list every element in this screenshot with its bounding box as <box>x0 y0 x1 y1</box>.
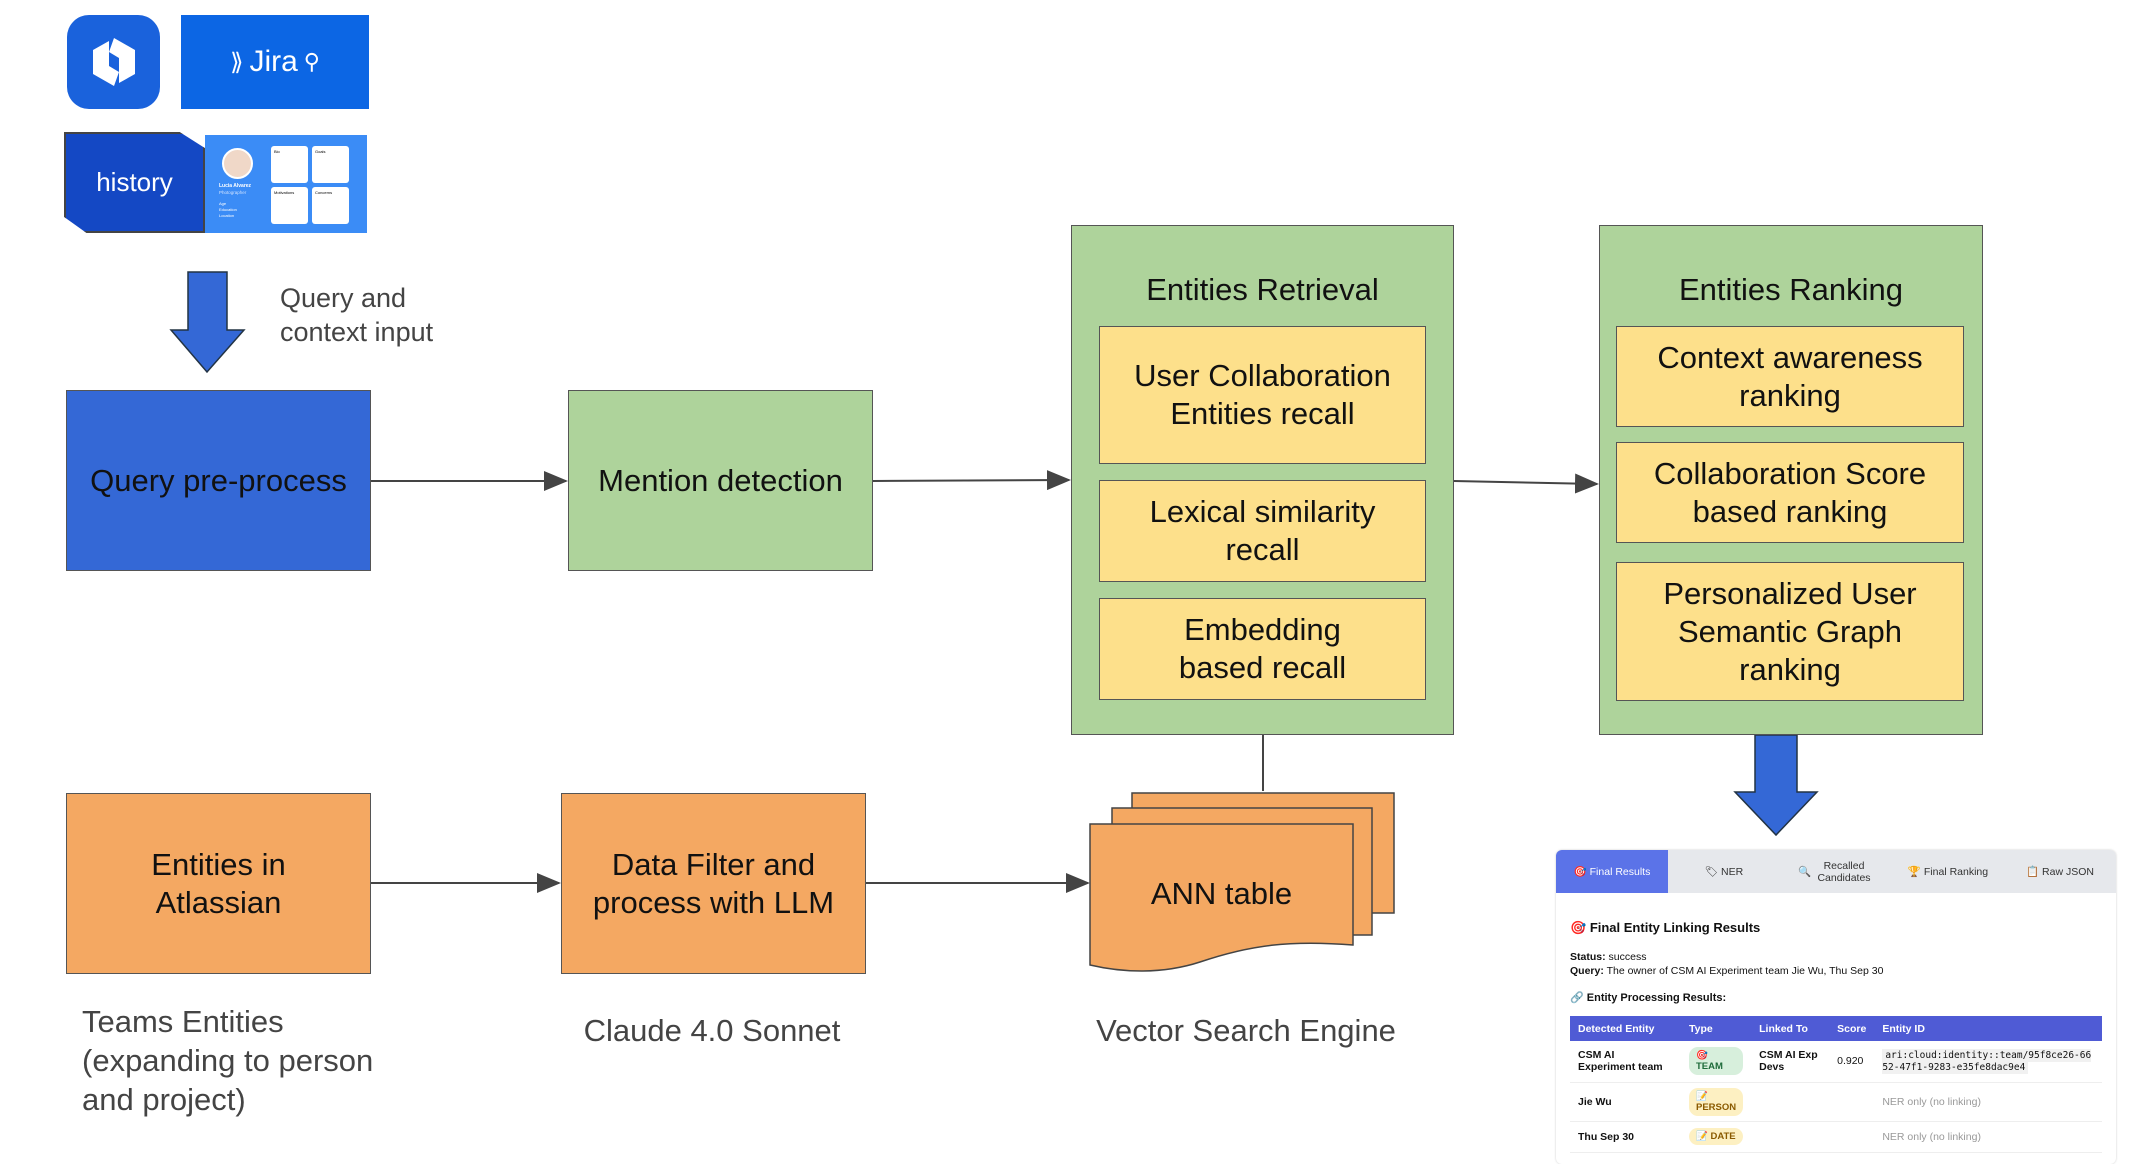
data-filter-node: Data Filter and process with LLM <box>561 793 866 974</box>
persona-motivations-card: Motivations <box>271 187 308 224</box>
input-down-arrow-icon <box>169 271 246 374</box>
caption-llm: Claude 4.0 Sonnet <box>583 1013 841 1048</box>
hexagon-icon <box>92 38 135 86</box>
tab-final-ranking[interactable]: 🏆 Final Ranking <box>1907 865 1989 878</box>
persona-concerns-card: Concerns <box>312 187 349 224</box>
entities-retrieval-group: Entities Retrieval User Collaboration En… <box>1071 225 1454 735</box>
jira-mark-icon: ⟫ <box>230 48 244 76</box>
mention-detection-node: Mention detection <box>568 390 873 571</box>
retrieval-user-collab: User Collaboration Entities recall <box>1099 326 1426 464</box>
avatar <box>222 148 253 179</box>
type-badge: 📝 DATE <box>1689 1128 1743 1145</box>
entities-ranking-group: Entities Ranking Context awareness ranki… <box>1599 225 1983 735</box>
caption-teams: Teams Entities (expanding to person and … <box>82 1004 374 1117</box>
app-logo <box>67 15 160 109</box>
section-heading: 🔗 Entity Processing Results: <box>1570 992 1727 1004</box>
history-block: history <box>64 132 205 233</box>
persona-bio-card: Bio <box>271 146 308 183</box>
ann-table-shape <box>1089 792 1395 972</box>
table-row: CSM AI Experiment team 🎯 TEAM CSM AI Exp… <box>1570 1041 2102 1083</box>
persona-card: Lucia Alvarez Photographer Age Education… <box>205 135 367 233</box>
ranking-semantic-graph: Personalized User Semantic Graph ranking <box>1616 562 1964 701</box>
type-badge: 📝PERSON <box>1689 1087 1744 1116</box>
retrieval-lexical: Lexical similarity recall <box>1099 480 1426 582</box>
arrow-mention-to-retrieval <box>872 470 1071 491</box>
entities-atlassian-node: Entities in Atlassian <box>66 793 371 974</box>
ranking-context: Context awareness ranking <box>1616 326 1964 427</box>
output-down-arrow-icon <box>1733 734 1819 837</box>
tab-ner[interactable]: 🏷 NER <box>1704 865 1744 878</box>
results-panel: 🎯 Final Results 🏷 NER 🔍 Recalled Candida… <box>1556 850 2116 1164</box>
link-icon: 🔗 <box>1570 992 1584 1004</box>
tab-raw-json[interactable]: 📋 Raw JSON <box>2026 865 2094 878</box>
input-label: Query and context input <box>280 283 434 347</box>
results-heading: 🎯 Final Entity Linking Results <box>1570 920 1761 935</box>
query-preprocess-node: Query pre-process <box>66 390 371 571</box>
tab-final-results[interactable]: 🎯 Final Results <box>1556 850 1668 893</box>
status-line: Status: success <box>1570 951 1647 963</box>
ann-table-label: ANN table <box>1150 876 1293 911</box>
type-badge: 🎯 TEAM <box>1689 1047 1744 1076</box>
table-row: Jie Wu 📝PERSON NER only (no linking) <box>1570 1082 2102 1122</box>
retrieval-embedding: Embedding based recall <box>1099 598 1426 700</box>
target-icon: 🎯 <box>1570 920 1587 935</box>
jira-logo: ⟫ Jira ⚲ <box>181 15 369 109</box>
results-table: Detected Entity Type Linked To Score Ent… <box>1570 1016 2102 1153</box>
search-icon: ⚲ <box>303 49 320 74</box>
table-row: Thu Sep 30 📝 DATE NER only (no linking) <box>1570 1121 2102 1153</box>
results-tabs: 🎯 Final Results 🏷 NER 🔍 Recalled Candida… <box>1556 850 2116 893</box>
persona-goals-card: Goals <box>312 146 349 183</box>
arrow-retrieval-to-ranking <box>1453 473 1599 494</box>
ranking-collab-score: Collaboration Score based ranking <box>1616 442 1964 543</box>
tab-recalled-candidates[interactable]: 🔍 Recalled Candidates <box>1798 859 1871 884</box>
caption-vector: Vector Search Engine <box>1096 1013 1396 1048</box>
query-line: Query: The owner of CSM AI Experiment te… <box>1570 965 1884 977</box>
